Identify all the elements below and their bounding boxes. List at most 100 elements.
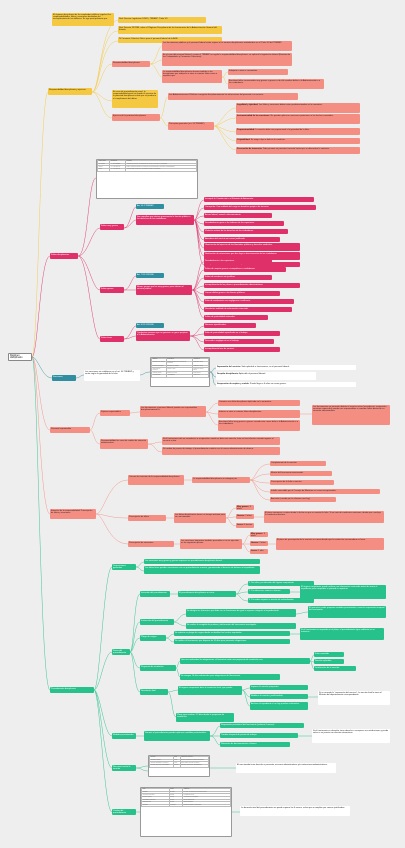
b6-disp-label[interactable]: Disposiciones generales [112,564,136,570]
b6-prov-desc: Durante el procedimiento pueden aplicars… [144,731,210,741]
b1-resp-item-1: Los funcionarios públicos y el personal … [162,41,292,51]
b6-resol-plazo: Plazo para resolver: 12 días desde la pr… [176,713,234,722]
b3-item-2: Despido disciplinario: Aplicable al pers… [216,372,316,380]
b6-propuesta-label[interactable]: Propuesta de resolución [140,665,176,671]
b6-instr-label[interactable]: Instrucción del procedimiento [140,619,174,625]
b6-resol-label[interactable]: Resolución final [140,689,168,695]
b6-rec-note: El sancionado tiene derecho a presentar … [236,763,336,773]
b2-mg-item-5: Violación notoria de los derechos de los… [204,229,288,234]
b5-ps-1: Muy graves: 3 años. [250,532,268,537]
b6-cuadro-note: La duración total del procedimiento no p… [240,806,350,816]
b6-rec-label[interactable]: Recursos contra la sanción [112,765,136,771]
b5-ps-3: Leves: 1 año. [250,549,268,554]
b4-resp-item-2: Inducen a otros a cometer faltas discipl… [218,410,300,418]
b1-ejercicio-label[interactable]: Ejercicio de la potestad disciplinaria [112,114,160,121]
b1-intro: El régimen disciplinario de los empleado… [52,13,114,26]
b5-ps-2: Graves: 2 años. [250,541,268,546]
b6-alegacion-item-2: Se notifica al funcionario, que dispone … [174,639,290,644]
b5-causa-4: Indulto concedido por el Consejo de Mini… [270,489,380,494]
b4-otra-label[interactable]: Responsabilidad en caso de cambio de sit… [100,439,148,449]
b5-presc-sanc-label[interactable]: Prescripción de sanciones [128,541,174,547]
b6-alegacion-label[interactable]: Pliego de cargos [140,635,166,641]
b6-cuadro-label[interactable]: Cuadro del procedimiento [112,809,136,815]
b1-resp-item-2: En el caso del personal laboral, cuanto … [162,53,292,66]
b1-principio-2: Irretroactividad de las sanciones: No pu… [236,114,360,124]
b6-propuesta-item-2: Sanción aplicable. [314,659,344,664]
b6-resol-note: Si se acuerda la "separación del servici… [318,691,390,705]
b6-inicio-item-2: 2. Por denuncia, externa o interna. [248,589,290,594]
b4-resp-desc: Los funcionarios y personal laboral pued… [140,406,206,417]
b6-resol-item-2: Modificar la sanción, justificándolo. [250,694,308,699]
b6-resol-item-3: Archivar el expediente si no hay pruebas… [250,702,308,710]
b6-fases-label[interactable]: Fases del procedimiento [112,649,130,655]
b5-causas-label[interactable]: Causas de extinción de la responsabilida… [128,475,184,485]
b2-g-item-5: Causar daños graves a los bienes público… [204,291,280,296]
branch-extincion[interactable]: Extinción de la responsabilidad. Prescri… [50,509,96,519]
b1-law-2: Real Decreto 33/1986, sobre el Régimen D… [118,26,222,34]
b1-resp-item-3: La responsabilidad disciplinaria alcanza… [162,70,222,83]
b2-mg-item-3: Acoso laboral, sexual o discriminatorio. [204,213,272,218]
b6-disp-item-1: Las sanciones muy graves y graves requie… [144,559,260,564]
b1-principios-label[interactable]: Principios generales (art. 94 TREBEP) [168,122,214,130]
b2-leves-label[interactable]: Faltas leves [100,336,124,342]
b5-causa-3: Prescripción de la falta o sanción. [270,480,334,485]
b5-presc-faltas-label[interactable]: Prescripción de faltas [128,515,166,521]
b2-graves-label[interactable]: Faltas graves [100,287,124,293]
b1-principio-3: Proporcionalidad: La sanción debe ser pr… [236,128,360,135]
branch-sanciones[interactable]: Sanciones [52,375,76,381]
branch-faltas[interactable]: Faltas disciplinarias [50,253,78,259]
b4-otra-item-2: Si cambia de puesto de trabajo, el proce… [162,447,280,455]
b2-l-item-4: Incumplimiento leve de normas. [204,347,280,352]
b5-presc-faltas-desc: Las faltas disciplinarias tienen un tiem… [174,513,226,523]
b6-alegacion-item-1: Se redacta un pliego de cargos donde se … [174,631,290,636]
b6-prov-item-1: Suspensión provisional del funcionario (… [220,723,304,728]
b1-law-1: Real Decreto Legislativo 5/2015, TREBEP:… [118,17,206,23]
b6-resol-desc: El órgano competente dicta la resolución… [178,686,242,695]
b6-resol-item-1: Imponer la sanción propuesta. [250,685,308,690]
b2-muy-graves-ref: Art. 95.2 TREBEP [136,204,164,209]
b2-mg-item-2: Corrupción: Uso indebido del cargo en be… [204,205,316,210]
b5-presc-note: El plazo comienza a contar desde la fech… [264,511,384,523]
b1-penal-note: En caso de procedimiento penal, la respo… [112,90,158,108]
b6-disp-item-2: Las faltas leves pueden sancionarse con … [144,566,260,574]
b3-item-1: Separación del servicio: Solo aplicable … [216,365,356,370]
b6-prov-label[interactable]: Medidas provisionales [112,733,136,739]
b4-resp-label[interactable]: Sujetos responsables [100,410,130,416]
b1-resp-sub-2: Encubran faltas consumadas muy graves o … [228,79,324,89]
b6-instr-item-1: Se designa un Instructor, que debe ser u… [186,609,296,617]
b6-propuesta-item-1: Falta cometida. [314,652,344,657]
b6-instr-item-2: Se realiza la recogida de pruebas y decl… [186,623,296,629]
b6-alegacion-note: Si el funcionario no responde en el plaz… [300,628,384,640]
root-node[interactable]: Régimen disciplinario [8,353,32,361]
branch-responsabilidad[interactable]: Responsabilidad disciplinaria y ejercici… [48,88,92,95]
b2-g-item-1: Desobediencia a los superiores. [204,259,272,264]
b1-resp-label[interactable]: Responsabilidad disciplinaria [112,61,150,67]
b2-g-item-6: Falta de rendimiento con negligencia o i… [204,299,294,304]
b1-principio-1: Legalidad y tipicidad: Las faltas y sanc… [236,103,360,113]
b2-muy-graves-label[interactable]: Faltas muy graves [100,224,124,230]
b6-prov-item-3: Retención de documentación o bienes. [220,742,290,747]
b6-inicio-label[interactable]: Iniciación del procedimiento [140,591,170,597]
b2-g-item-3: Faltas de asistencia sin justificar. [204,275,272,280]
b6-propuesta-item-3: Justificación de la sanción. [314,666,356,671]
b4-resp-item-3: Encubren faltas muy graves o graves cuan… [218,420,300,431]
b2-g-item-2: Faltas de respeto graves a compañeros o … [204,267,286,272]
b2-g-item-7: Revelación indebida de información reser… [204,307,292,312]
b2-mg-item-7: Obstrucción del ejercicio de las liberta… [204,243,300,251]
b6-propuesta-desc: Una vez analizadas las alegaciones, el I… [180,658,310,664]
branch-procedimiento[interactable]: Procedimiento disciplinario [50,687,94,693]
branch-personal[interactable]: Personal responsable [50,427,90,433]
b4-resp-item-1: Cometen una falta disciplinaria tipifica… [218,400,300,406]
